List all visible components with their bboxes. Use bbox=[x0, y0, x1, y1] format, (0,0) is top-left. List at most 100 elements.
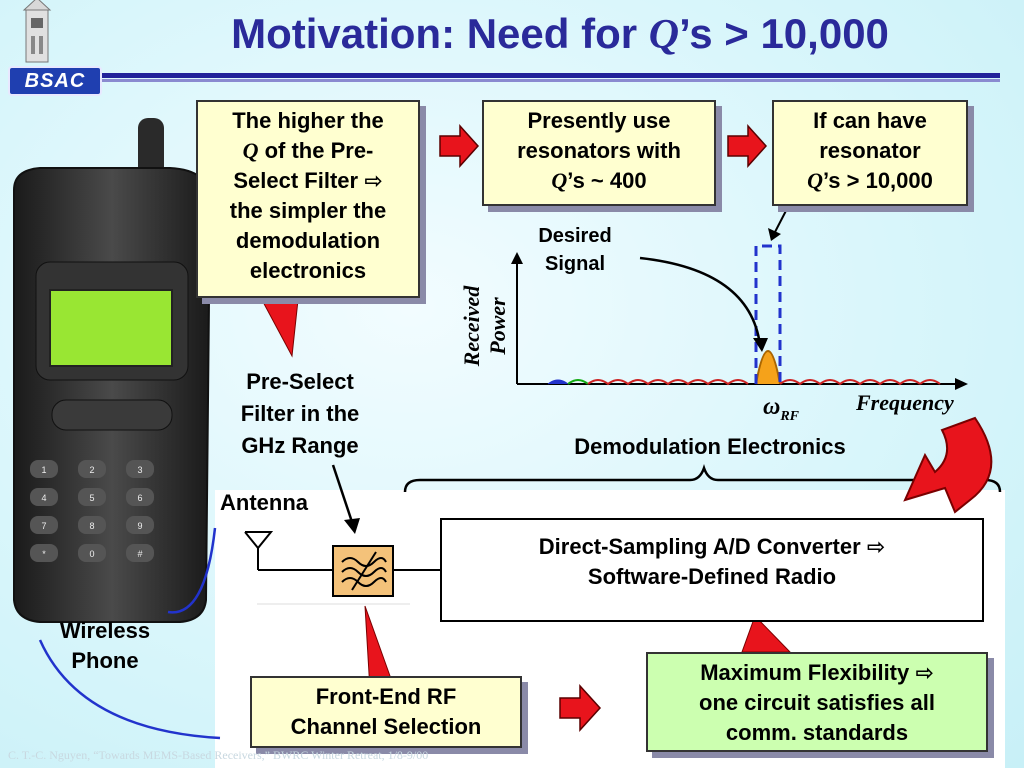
spectrum-plot bbox=[511, 252, 968, 390]
right-arrow-icon bbox=[439, 124, 480, 168]
frontend-line: Front-End RF bbox=[315, 684, 457, 709]
maxflex-line: comm. standards bbox=[725, 720, 909, 745]
preselect-label: Pre-Select Filter in the GHz Range bbox=[210, 366, 390, 462]
curved-arrow-icon bbox=[903, 416, 993, 514]
page-title: Motivation: Need for Q’s > 10,000 bbox=[150, 10, 970, 59]
demodulation-label: Demodulation Electronics bbox=[574, 434, 846, 459]
title-q: Q bbox=[648, 12, 680, 58]
phone-key-label: 7 bbox=[41, 521, 46, 531]
maxflex-line: Maximum Flexibility ⇨ bbox=[700, 660, 934, 685]
phone-key-label: 3 bbox=[137, 465, 142, 475]
desired-signal-pointer bbox=[639, 256, 762, 346]
higher-q-line: Q of the Pre- bbox=[202, 136, 414, 166]
desired-signal-label: Desired Signal bbox=[530, 222, 620, 278]
phone-key-label: 5 bbox=[89, 493, 94, 503]
right-arrow-icon bbox=[559, 684, 602, 732]
antenna-label: Antenna bbox=[220, 490, 308, 515]
phone-key bbox=[126, 460, 154, 478]
bsac-logo: BSAC bbox=[8, 66, 102, 96]
demodulation-brace bbox=[403, 464, 1002, 493]
y-axis-line: Power bbox=[485, 297, 510, 355]
phone-key-label: 4 bbox=[41, 493, 46, 503]
preselect-line: Pre-Select bbox=[246, 369, 354, 394]
phone-key bbox=[30, 488, 58, 506]
title-rule bbox=[100, 73, 1000, 78]
phone-key-label: 1 bbox=[41, 465, 46, 475]
filter-passband bbox=[754, 244, 782, 384]
ifcan-line: resonator bbox=[819, 138, 921, 163]
adc-box: Direct-Sampling A/D Converter ⇨ Software… bbox=[440, 518, 984, 622]
phone-key-label: 9 bbox=[137, 521, 142, 531]
wireless-phone-label: Wireless Phone bbox=[40, 616, 170, 676]
phone-key bbox=[78, 488, 106, 506]
phone-callout-line-upper bbox=[167, 527, 217, 614]
adc-line: Direct-Sampling A/D Converter ⇨ bbox=[538, 534, 886, 559]
desired-line: Signal bbox=[544, 253, 605, 275]
present-text: ’s ~ 400 bbox=[567, 168, 647, 193]
higher-q-line: Select Filter ⇨ bbox=[233, 168, 383, 193]
present-resonator-box: Presently use resonators with Q’s ~ 400 bbox=[482, 100, 716, 206]
y-axis-label: Received Power bbox=[459, 231, 511, 421]
callout-pointer bbox=[261, 299, 299, 358]
omega-rf-label: ωRF bbox=[746, 392, 816, 432]
desired-signal-peak bbox=[755, 350, 781, 385]
phone-key bbox=[126, 488, 154, 506]
front-end-box: Front-End RF Channel Selection bbox=[250, 676, 522, 748]
x-axis-label: Frequency bbox=[856, 390, 954, 415]
desired-line: Desired bbox=[538, 225, 612, 247]
higher-q-box: The higher the Q of the Pre- Select Filt… bbox=[196, 100, 420, 298]
ifcan-text: ’s > 10,000 bbox=[822, 168, 933, 193]
phone-key bbox=[78, 460, 106, 478]
maxflex-line: one circuit satisfies all bbox=[699, 690, 935, 715]
phone-key bbox=[30, 516, 58, 534]
phone-key bbox=[126, 516, 154, 534]
phone-key-label: 0 bbox=[89, 549, 94, 559]
higher-q-text: of the Pre- bbox=[258, 138, 374, 163]
wireless-line: Wireless bbox=[59, 618, 151, 643]
present-line: Presently use bbox=[527, 108, 671, 133]
phone-key-labels: 1 2 3 4 5 6 7 8 9 * 0 # bbox=[41, 465, 142, 559]
if-can-have-box: If can have resonator Q’s > 10,000 bbox=[772, 100, 968, 206]
phone-keypad bbox=[30, 460, 154, 562]
title-suffix: ’s > 10,000 bbox=[679, 10, 889, 57]
higher-q-line: the simpler the bbox=[229, 198, 387, 223]
present-line: resonators with bbox=[517, 138, 681, 163]
q-symbol: Q bbox=[807, 168, 823, 193]
phone-key-label: * bbox=[42, 549, 46, 559]
title-prefix: Motivation: Need for bbox=[231, 10, 649, 57]
phone-key-label: 8 bbox=[89, 521, 94, 531]
y-axis-line: Received bbox=[459, 285, 484, 367]
omega-symbol: ω bbox=[762, 394, 781, 420]
phone-key bbox=[78, 516, 106, 534]
frontend-line: Channel Selection bbox=[290, 714, 482, 739]
phone-key-label: # bbox=[137, 549, 142, 559]
present-line: Q’s ~ 400 bbox=[488, 166, 710, 196]
phone-key-label: 2 bbox=[89, 465, 94, 475]
preselect-line: Filter in the bbox=[240, 401, 360, 426]
band-filter-icon bbox=[332, 545, 394, 597]
wireless-line: Phone bbox=[71, 648, 139, 673]
right-arrow-icon bbox=[727, 124, 768, 168]
phone-callout-line-lower bbox=[38, 639, 221, 740]
ifcan-line: If can have bbox=[813, 108, 927, 133]
q-symbol: Q bbox=[242, 138, 259, 163]
q-symbol: Q bbox=[551, 168, 568, 193]
preselect-pointer bbox=[331, 464, 354, 523]
flow-arrows bbox=[439, 124, 768, 732]
citation-footer: C. T.-C. Nguyen, “Towards MEMS-Based Rec… bbox=[8, 748, 429, 762]
phone-key bbox=[30, 460, 58, 478]
q-pointer bbox=[774, 202, 791, 233]
ifcan-line: Q’s > 10,000 bbox=[778, 166, 962, 196]
antenna-icon bbox=[244, 531, 335, 571]
phone-key bbox=[78, 544, 106, 562]
cell-phone-icon bbox=[13, 118, 212, 623]
higher-q-line: demodulation bbox=[235, 228, 381, 253]
higher-q-line: electronics bbox=[249, 258, 367, 283]
adc-line: Software-Defined Radio bbox=[587, 564, 837, 589]
higher-q-line: The higher the bbox=[232, 108, 384, 133]
phone-key-label: 6 bbox=[137, 493, 142, 503]
preselect-line: GHz Range bbox=[241, 433, 359, 458]
max-flexibility-box: Maximum Flexibility ⇨ one circuit satisf… bbox=[646, 652, 988, 752]
phone-key bbox=[30, 544, 58, 562]
title-rule-shadow bbox=[100, 79, 1000, 82]
